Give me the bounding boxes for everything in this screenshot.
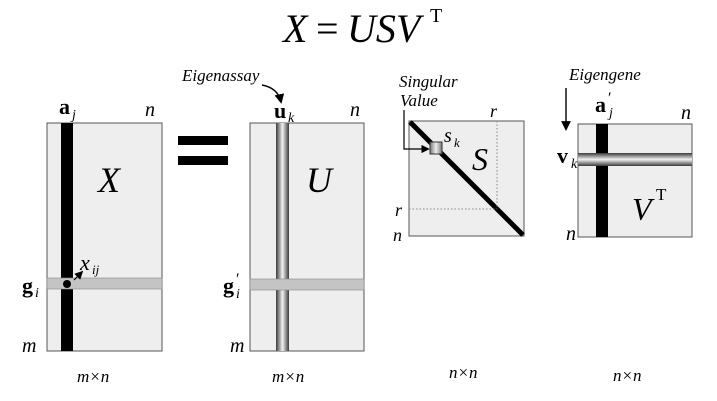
matrix-vt-row-sub: k	[571, 157, 578, 172]
matrix-s-name: S	[472, 141, 488, 177]
matrix-u-row-prime: ′	[236, 271, 240, 288]
matrix-vt-dim-n-top: n	[681, 102, 691, 124]
matrix-x-element-arrow	[73, 270, 84, 281]
matrix-s-diagonal	[408, 120, 525, 237]
matrix-x-col-vector: a	[59, 94, 70, 119]
matrix-s-element-sub: k	[454, 135, 460, 150]
matrix-x-col-sub: j	[70, 108, 76, 123]
matrix-s-dim-r-top: r	[490, 101, 498, 121]
matrix-u-row-bar	[249, 278, 365, 291]
equation-title: X = USV T	[281, 5, 442, 51]
matrix-u-col-vector: u	[274, 98, 286, 123]
matrix-s-dim-r-left: r	[395, 200, 403, 220]
singular-value-label-line2: Value	[400, 91, 438, 110]
matrix-vt-col-vector: a	[595, 92, 606, 117]
matrix-vt: V T a ′ j n v k n n×n Eigengene	[557, 65, 693, 385]
matrix-s: S s k r r n n×n Singular Value	[393, 72, 525, 382]
equation-rhs: USV	[347, 6, 425, 51]
matrix-vt-column-bar	[596, 124, 608, 237]
matrix-u-dim-n: n	[350, 99, 360, 121]
matrix-x: X a j n g i x ij m m×n	[22, 94, 163, 386]
matrix-vt-name: V	[632, 191, 655, 227]
matrix-u-row-sub: i	[236, 287, 240, 302]
matrix-x-row-vector: g	[22, 273, 33, 298]
matrix-s-element: s	[444, 125, 452, 147]
matrix-vt-col-sub: j	[607, 106, 613, 121]
matrix-u-column-bar	[276, 123, 289, 351]
matrix-x-element: x	[79, 250, 90, 275]
matrix-u-dim-m: m	[230, 335, 244, 357]
matrix-x-element-dot	[63, 280, 71, 288]
equals-sign	[178, 136, 228, 165]
matrix-vt-dim-n-left: n	[566, 223, 576, 245]
matrix-u-size: m×n	[272, 367, 304, 386]
matrix-u-body	[249, 122, 365, 352]
matrix-u: U u k n g ′ i m m×n Eigenassay	[181, 66, 365, 386]
equation-transpose: T	[430, 5, 442, 27]
matrix-x-size: m×n	[77, 367, 109, 386]
matrix-x-element-sub: ij	[92, 262, 100, 277]
matrix-s-element-box	[429, 141, 443, 155]
matrix-s-size: n×n	[449, 363, 477, 382]
equation-equals: =	[316, 6, 339, 51]
matrix-s-dim-n: n	[393, 225, 402, 245]
eigenassay-label: Eigenassay	[181, 66, 260, 85]
singular-value-arrow	[403, 110, 430, 154]
matrix-u-name: U	[306, 160, 334, 200]
matrix-vt-row-bar	[578, 153, 692, 166]
matrix-x-name: X	[96, 160, 122, 200]
matrix-vt-row-vector: v	[557, 143, 568, 168]
matrix-x-dim-n: n	[145, 99, 155, 121]
eigengene-label: Eigengene	[568, 65, 641, 84]
eigenassay-arrow	[261, 84, 285, 104]
equation-lhs: X	[281, 6, 309, 51]
matrix-x-dim-m: m	[22, 335, 36, 357]
singular-value-label-line1: Singular	[399, 72, 458, 91]
matrix-vt-transpose: T	[656, 185, 667, 204]
matrix-x-row-sub: i	[35, 286, 39, 301]
matrix-u-row-vector: g	[223, 273, 234, 298]
matrix-x-column-bar	[61, 123, 73, 351]
matrix-u-col-sub: k	[288, 111, 295, 126]
matrix-x-row-bar	[46, 277, 163, 290]
matrix-vt-size: n×n	[613, 366, 641, 385]
matrix-vt-col-prime: ′	[608, 90, 612, 107]
